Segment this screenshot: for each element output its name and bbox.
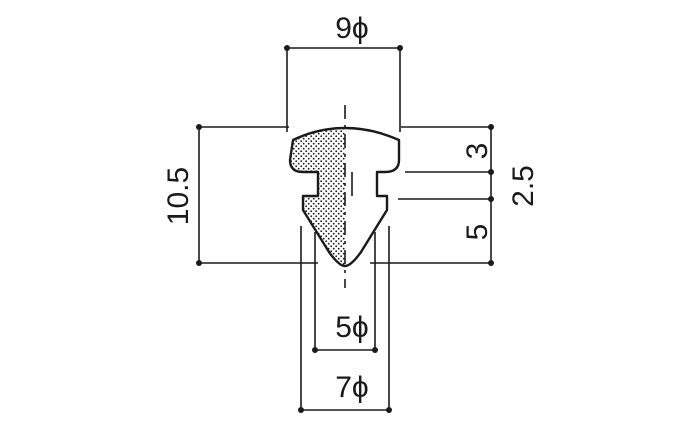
profile-outline [288, 126, 401, 268]
dim-head-height: 3 [461, 143, 494, 160]
dim-top-diameter: 9ϕ [335, 12, 369, 45]
dim-neck-height: 2.5 [507, 165, 540, 207]
dim-base-diameter: 7ϕ [335, 371, 369, 404]
dim-lower-height: 5 [461, 224, 494, 241]
dim-shaft-diameter: 5ϕ [335, 311, 369, 344]
dimension-lines [196, 45, 494, 413]
fastener-profile [288, 105, 401, 288]
dim-total-height: 10.5 [162, 167, 195, 225]
extension-lines [199, 48, 491, 410]
